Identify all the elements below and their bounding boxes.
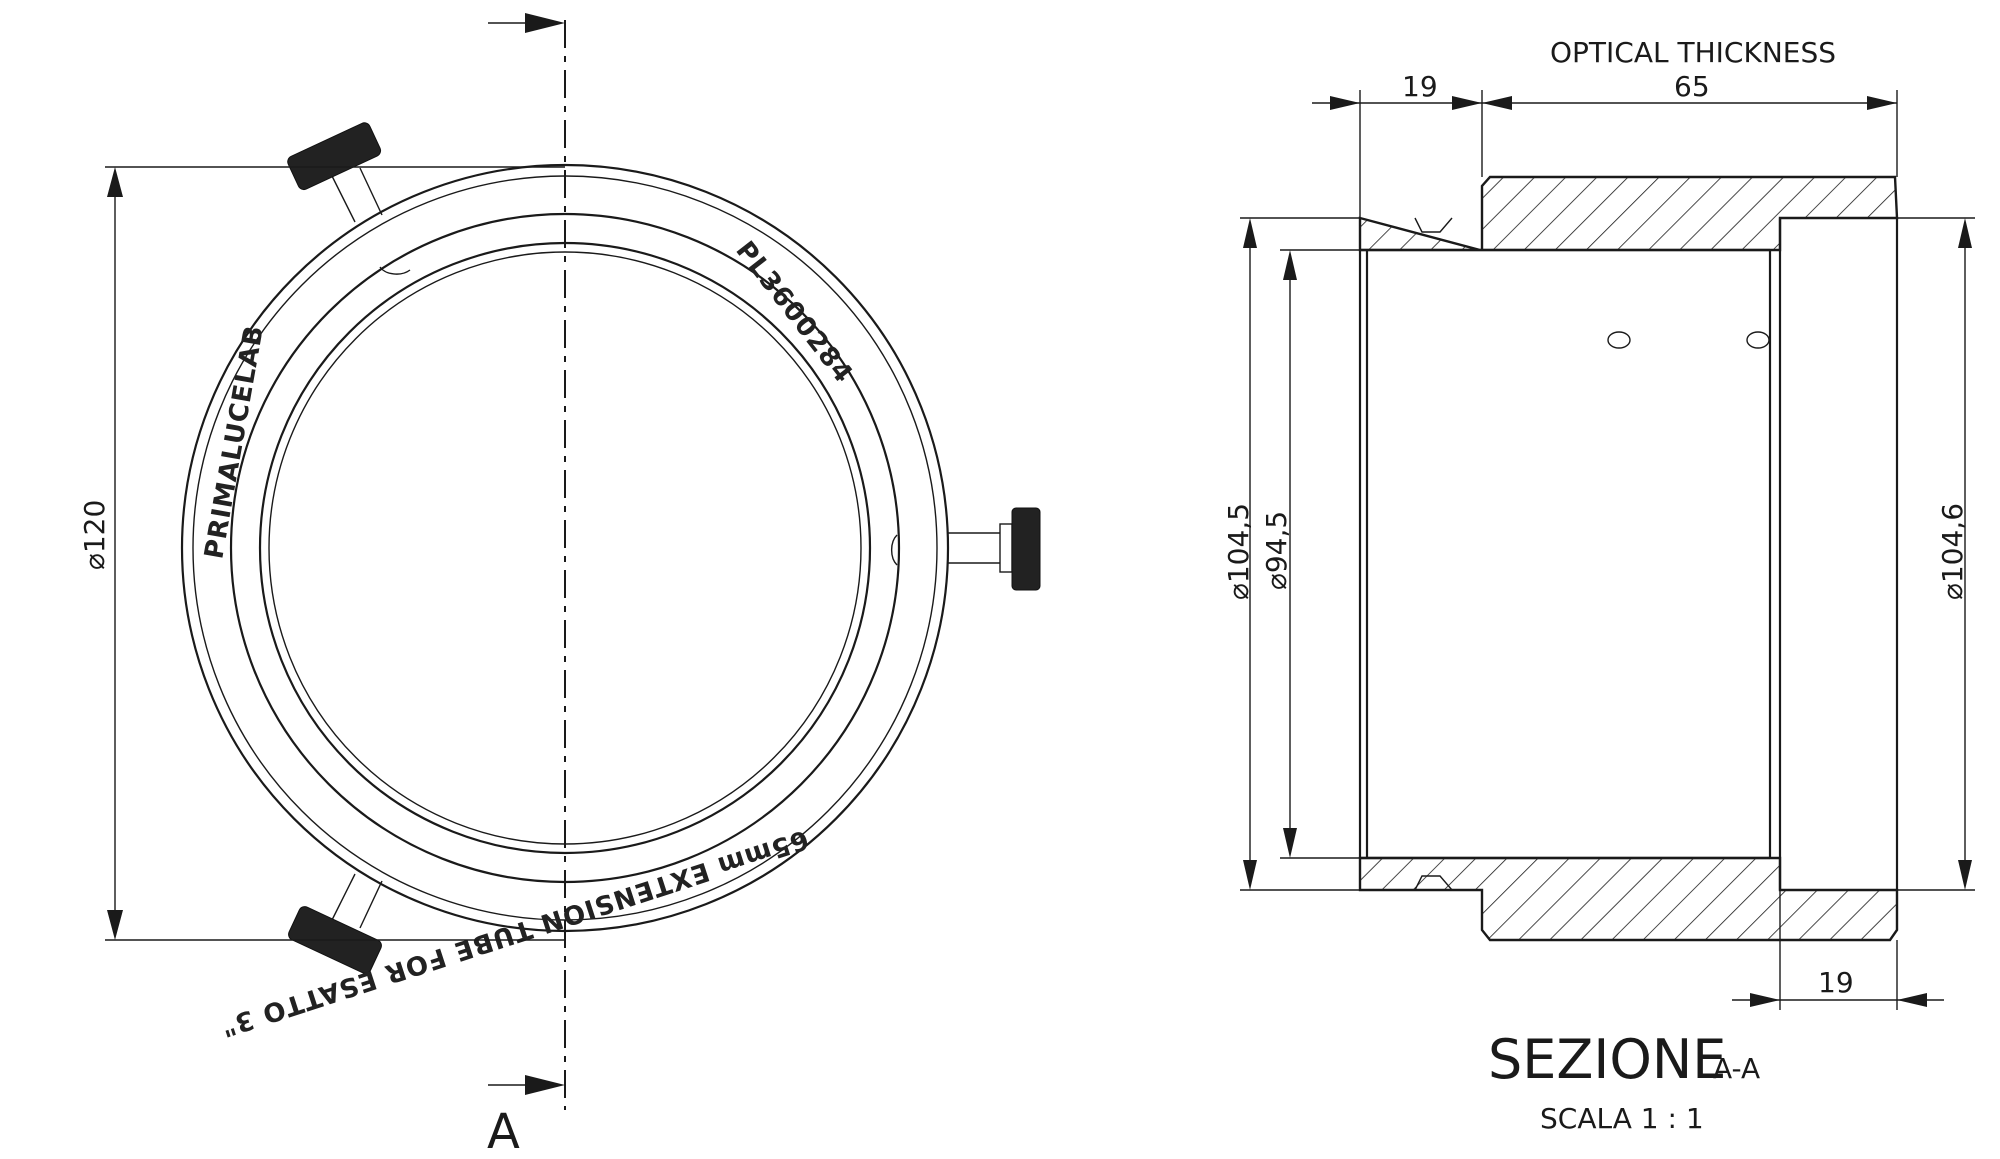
bottom-dimension: 19	[1732, 890, 1944, 1010]
section-screw-hole	[1746, 331, 1770, 349]
section-marker-label: A	[487, 1104, 520, 1159]
section-title-suffix: A-A	[1713, 1052, 1760, 1085]
outer-diameter-dimension: ⌀120	[78, 166, 565, 941]
left-inner-diameter-dimension: ⌀94,5	[1260, 249, 1360, 859]
brand-engraving: PRIMALUCELAB	[199, 323, 270, 561]
right-diameter-dimension: ⌀104,6	[1897, 217, 1975, 891]
thumb-screw-top-left	[287, 122, 383, 223]
front-view: PRIMALUCELAB PL3600284 65mm EXTENSION TU…	[78, 13, 1041, 1159]
svg-text:19: 19	[1402, 70, 1438, 103]
screw-hole-top	[379, 266, 411, 275]
optical-thickness-label: OPTICAL THICKNESS	[1550, 36, 1836, 69]
thumb-screw-bottom-left	[288, 873, 383, 974]
section-arrow-top	[488, 13, 565, 33]
svg-text:⌀94,5: ⌀94,5	[1260, 511, 1293, 590]
thumb-screw-right	[948, 507, 1041, 591]
top-wall-section	[1358, 175, 1899, 252]
section-scale: SCALA 1 : 1	[1540, 1102, 1704, 1135]
svg-text:⌀104,5: ⌀104,5	[1222, 503, 1255, 600]
section-view: OPTICAL THICKNESS 19 65 19	[1222, 36, 1975, 1135]
knob-icon	[1011, 507, 1041, 591]
section-arrow-bottom	[488, 1075, 565, 1095]
section-screw-hole	[1607, 331, 1631, 349]
svg-text:19: 19	[1818, 966, 1854, 999]
svg-text:⌀104,6: ⌀104,6	[1936, 503, 1969, 600]
bottom-wall-section	[1358, 856, 1899, 942]
screw-hole-right	[890, 534, 898, 566]
part-number-engraving: PL3600284	[729, 236, 858, 389]
svg-text:⌀120: ⌀120	[78, 500, 111, 570]
left-outer-diameter-dimension: ⌀104,5	[1222, 217, 1360, 891]
top-dimensions: 19 65	[1312, 70, 1898, 218]
svg-text:65: 65	[1674, 70, 1710, 103]
knob-icon	[287, 122, 382, 191]
section-title: SEZIONE	[1488, 1028, 1726, 1091]
